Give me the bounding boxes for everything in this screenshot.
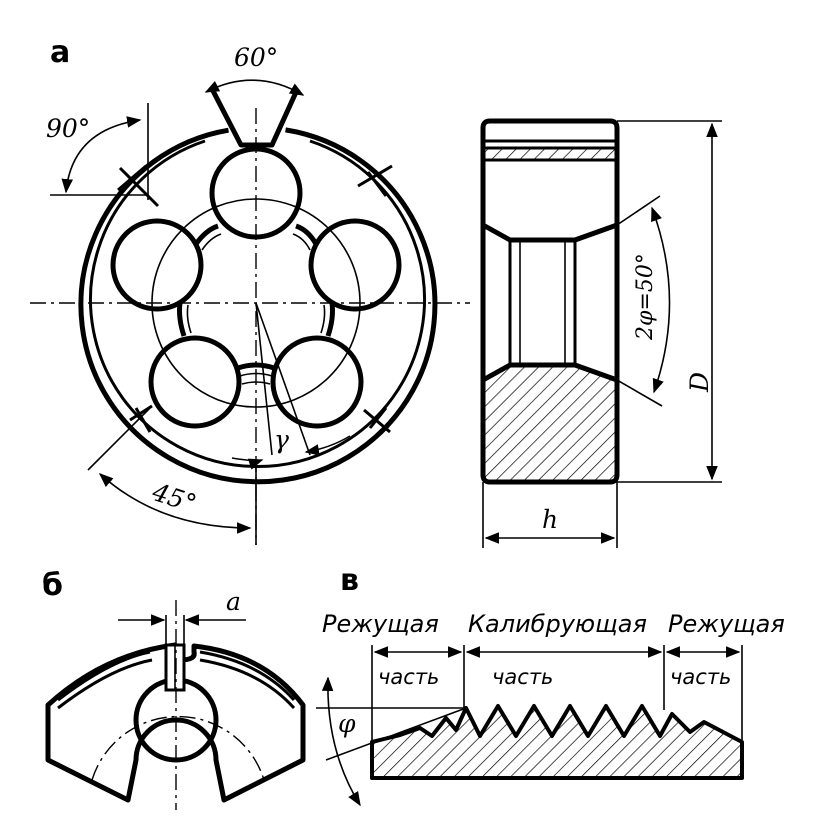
die-outer-contour [78,127,438,485]
thread-profile [370,704,744,780]
label-angle-45: 45° [148,477,200,519]
zone-cutting-left: Режущая [322,610,439,638]
panel-a-section-view: D 2φ=50° h [480,118,722,548]
land-2 [295,223,319,246]
square-mark-lower-left [129,404,153,433]
label-cone-angle: 2φ=50° [633,253,658,341]
zone-part-right: часть [670,665,731,689]
label-slot-width: a [226,587,241,616]
groove-band [481,146,619,162]
panel-label-v: в [340,563,359,598]
label-phi: φ [338,709,356,738]
land-4 [325,302,335,337]
label-diameter: D [685,372,714,393]
bore-profile [481,222,618,383]
chip-hole-upper-right [308,218,402,312]
rake-line [255,302,311,456]
zone-calibrating: Калибрующая [468,610,647,638]
die-fragment-outline [45,642,306,803]
chip-hole-top [209,146,303,240]
dim-arc-2phi [651,206,671,394]
panel-a-front-view: а 60° 90° [30,35,470,545]
square-mark-right [357,164,393,197]
label-rake-angle: γ [274,425,289,454]
land-1 [193,223,219,246]
zone-part-middle: часть [492,665,553,689]
zone-cutting-right: Режущая [668,610,785,638]
label-angle-90: 90° [46,114,90,143]
panel-v-thread-zones: в Режущая Калибрующая Режущая часть част… [316,563,785,807]
land-3 [177,302,187,337]
chip-hole-lower-right [270,335,364,429]
panel-label-a: а [50,35,70,70]
label-height: h [542,505,558,534]
dim-arc-60 [204,79,305,96]
groove-v-notch [208,85,300,148]
square-mark-left [117,164,160,208]
zone-part-left: часть [378,665,439,689]
section-hatch [481,363,619,484]
chip-hole-upper-left [110,218,204,312]
label-angle-60: 60° [234,43,278,72]
dim-arc-90 [61,116,142,194]
panel-label-b: б [42,568,63,603]
dim-arc-phi [321,676,361,807]
panel-b-slotted-die: б a [42,568,306,810]
land-5 [237,362,275,371]
dim-arc-45 [98,473,252,534]
square-mark-lower-right [363,407,391,434]
chip-hole-lower-left [148,335,242,429]
